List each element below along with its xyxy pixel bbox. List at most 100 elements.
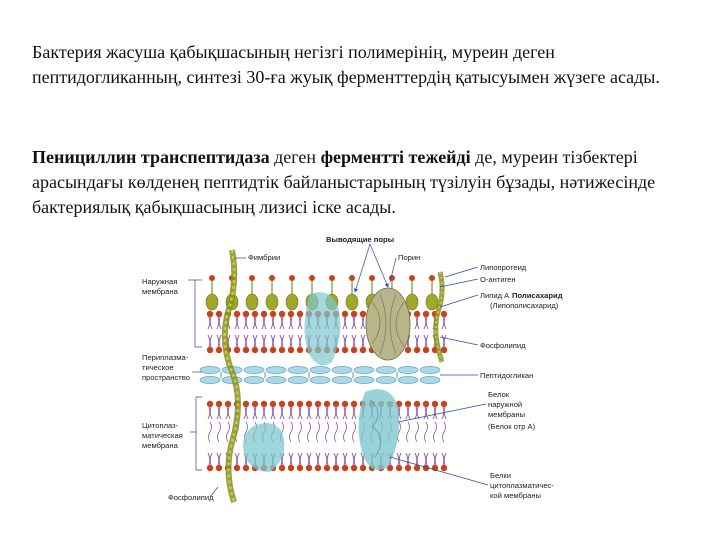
outer-lipid-tail	[423, 334, 429, 348]
outer-lipid-tail	[234, 334, 240, 348]
inner-lipid-tail	[288, 452, 294, 466]
text-connector: деген	[269, 147, 321, 167]
peptidoglycan-strand	[375, 376, 397, 384]
outer-lipid-tail	[423, 316, 429, 330]
peptidoglycan-strand	[243, 376, 265, 384]
label-outer-membrane-1: Наружная	[142, 277, 177, 286]
label-lipopolysaccharide: (Липополисахарид)	[490, 301, 559, 310]
outer-lipid-head	[233, 346, 241, 354]
inner-lipid-tail	[315, 452, 321, 466]
label-phospholipid-bottom: Фосфолипид	[168, 493, 214, 502]
outer-lipid-head	[251, 346, 259, 354]
inner-lipid-tail	[406, 421, 410, 443]
inner-lipid-head	[215, 464, 223, 472]
peptidoglycan-strand	[309, 376, 331, 384]
o-antigen-sugar	[265, 293, 279, 311]
inner-lipid-tail	[234, 452, 240, 466]
outer-lipid-head	[269, 310, 277, 318]
inner-lipid-tail	[325, 421, 329, 443]
lps-head	[369, 275, 375, 281]
outer-lipid-head	[215, 346, 223, 354]
inner-lipid-head	[422, 400, 430, 408]
label-cyto-membrane-3: мембрана	[142, 441, 179, 450]
inner-lipid-head	[278, 464, 286, 472]
outer-lipid-head	[260, 346, 268, 354]
label-lipid-a: Липид А	[480, 291, 510, 300]
outer-lipid-tail	[261, 334, 267, 348]
outer-lipid-head	[260, 310, 268, 318]
inner-lipid-tail	[243, 406, 249, 420]
outer-lipid-head	[440, 346, 448, 354]
inner-lipid-tail	[279, 406, 285, 420]
o-antigen-sugar	[205, 293, 219, 311]
outer-lipid-tail	[216, 316, 222, 330]
peptidoglycan-strand	[419, 376, 441, 384]
inner-lipid-head	[413, 400, 421, 408]
inner-lipid-tail	[315, 406, 321, 420]
label-cyto-membrane-1: Цитоплаз-	[142, 421, 179, 430]
inner-lipid-head	[215, 400, 223, 408]
outer-lipid-tail	[207, 316, 213, 330]
label-periplasmic-2: тическое	[142, 363, 174, 372]
outer-lipid-tail	[270, 316, 276, 330]
peptidoglycan-strand	[309, 366, 331, 374]
inner-lipid-tail	[415, 421, 419, 443]
label-peptidoglycan: Пептидогликан	[480, 371, 533, 380]
outer-lipid-head	[413, 310, 421, 318]
inner-lipid-head	[341, 464, 349, 472]
inner-lipid-head	[440, 464, 448, 472]
peptidoglycan-strand	[331, 366, 353, 374]
inner-lipid-head	[359, 464, 367, 472]
peptidoglycan-strand	[353, 366, 375, 374]
label-cyto-proteins-2: цитоплазматичес-	[490, 481, 554, 490]
outer-lipid-tail	[441, 334, 447, 348]
cytoplasmic-membrane-protein-1	[358, 389, 399, 470]
outer-lipid-tail	[342, 334, 348, 348]
lps-head	[249, 275, 255, 281]
outer-lipid-head	[341, 310, 349, 318]
lps-head	[409, 275, 415, 281]
label-lipoprotein: Липопротеид	[480, 263, 527, 272]
peptidoglycan-strand	[243, 366, 265, 374]
inner-lipid-head	[431, 400, 439, 408]
outer-lipid-head	[350, 346, 358, 354]
outer-lipid-tail	[243, 334, 249, 348]
inner-lipid-head	[350, 400, 358, 408]
outer-lipid-tail	[297, 334, 303, 348]
outer-lipid-head	[296, 346, 304, 354]
outer-lipid-head	[278, 346, 286, 354]
inner-lipid-tail	[207, 406, 213, 420]
inner-lipid-tail	[217, 421, 221, 443]
label-cyto-proteins-3: кой мембраны	[490, 491, 541, 500]
lps-head	[429, 275, 435, 281]
outer-lipid-tail	[288, 334, 294, 348]
outer-lipid-head	[269, 346, 277, 354]
outer-lipid-head	[422, 310, 430, 318]
lps-head	[309, 275, 315, 281]
inner-lipid-head	[341, 400, 349, 408]
o-antigen-sugar	[245, 293, 259, 311]
outer-lipid-head	[350, 310, 358, 318]
lps-head	[349, 275, 355, 281]
outer-lipid-tail	[360, 316, 366, 330]
o-antigen-sugar	[345, 293, 359, 311]
inner-lipid-tail	[207, 452, 213, 466]
cytoplasmic-membrane-layer	[206, 400, 448, 472]
paragraph-murein-synthesis: Бактерия жасуша қабықшасының негізгі пол…	[32, 42, 660, 87]
peptidoglycan-strand	[199, 376, 221, 384]
peptidoglycan-strand	[331, 376, 353, 384]
inner-lipid-tail	[396, 452, 402, 466]
inner-lipid-head	[305, 464, 313, 472]
outer-lipid-tail	[252, 316, 258, 330]
inner-lipid-head	[404, 400, 412, 408]
outer-lipid-tail	[288, 316, 294, 330]
outer-lipid-head	[404, 346, 412, 354]
term-inhibits-enzyme: ферментті тежейді	[320, 147, 471, 167]
outer-lipid-head	[287, 310, 295, 318]
inner-lipid-tail	[414, 452, 420, 466]
outer-lipid-tail	[351, 316, 357, 330]
outer-lipid-tail	[279, 334, 285, 348]
inner-lipid-tail	[307, 421, 311, 443]
label-cyto-membrane-2: матическая	[142, 431, 183, 440]
inner-lipid-head	[332, 400, 340, 408]
